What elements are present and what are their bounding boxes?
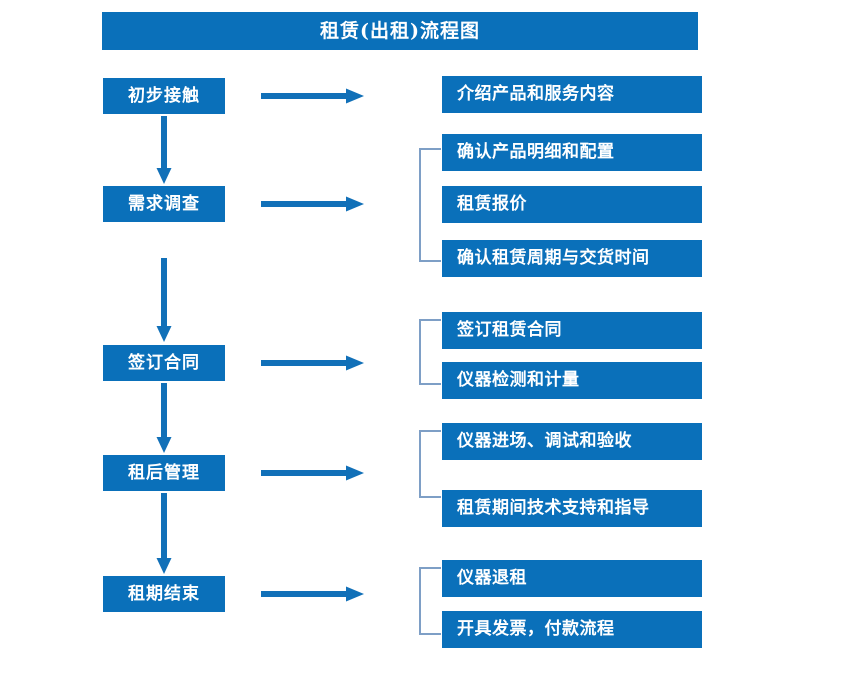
vertical-arrow-4 — [155, 493, 173, 574]
vertical-arrow-3 — [155, 383, 173, 453]
task-box-3[interactable]: 租赁报价 — [442, 186, 702, 223]
task-label-1: 介绍产品和服务内容 — [457, 84, 615, 104]
task-box-9[interactable]: 仪器退租 — [442, 560, 702, 597]
task-label-2: 确认产品明细和配置 — [457, 142, 615, 162]
horizontal-arrow-5 — [261, 585, 364, 603]
horizontal-arrow-3 — [261, 354, 364, 372]
task-box-10[interactable]: 开具发票，付款流程 — [442, 611, 702, 648]
vertical-arrow-1 — [155, 116, 173, 184]
stage-label-3: 签订合同 — [128, 352, 200, 373]
task-box-5[interactable]: 签订租赁合同 — [442, 312, 702, 349]
task-label-4: 确认租赁周期与交货时间 — [457, 248, 650, 268]
stage-label-4: 租后管理 — [128, 462, 200, 483]
task-label-3: 租赁报价 — [457, 194, 527, 214]
task-label-9: 仪器退租 — [457, 568, 527, 588]
task-label-10: 开具发票，付款流程 — [457, 619, 615, 639]
stage-label-5: 租期结束 — [128, 583, 200, 604]
group-bracket-4 — [419, 567, 441, 635]
task-box-6[interactable]: 仪器检测和计量 — [442, 362, 702, 399]
task-label-5: 签订租赁合同 — [457, 320, 562, 340]
group-bracket-1 — [419, 148, 441, 262]
task-box-8[interactable]: 租赁期间技术支持和指导 — [442, 490, 702, 527]
task-label-6: 仪器检测和计量 — [457, 370, 580, 390]
chart-title-bar: 租赁(出租)流程图 — [102, 12, 698, 50]
stage-box-5[interactable]: 租期结束 — [103, 576, 225, 612]
horizontal-arrow-2 — [261, 195, 364, 213]
horizontal-arrow-1 — [261, 87, 364, 105]
group-bracket-3 — [419, 430, 441, 498]
stage-box-2[interactable]: 需求调查 — [103, 186, 225, 222]
page-title: 租赁(出租)流程图 — [320, 19, 480, 42]
horizontal-arrow-4 — [261, 464, 364, 482]
task-box-7[interactable]: 仪器进场、调试和验收 — [442, 423, 702, 460]
task-box-4[interactable]: 确认租赁周期与交货时间 — [442, 240, 702, 277]
task-label-8: 租赁期间技术支持和指导 — [457, 498, 650, 518]
task-label-7: 仪器进场、调试和验收 — [457, 431, 632, 451]
group-bracket-2 — [419, 319, 441, 385]
stage-box-3[interactable]: 签订合同 — [103, 345, 225, 381]
stage-box-1[interactable]: 初步接触 — [103, 78, 225, 114]
stage-label-1: 初步接触 — [128, 85, 200, 106]
task-box-2[interactable]: 确认产品明细和配置 — [442, 134, 702, 171]
stage-box-4[interactable]: 租后管理 — [103, 455, 225, 491]
task-box-1[interactable]: 介绍产品和服务内容 — [442, 76, 702, 113]
stage-label-2: 需求调查 — [128, 193, 200, 214]
vertical-arrow-2 — [155, 258, 173, 342]
